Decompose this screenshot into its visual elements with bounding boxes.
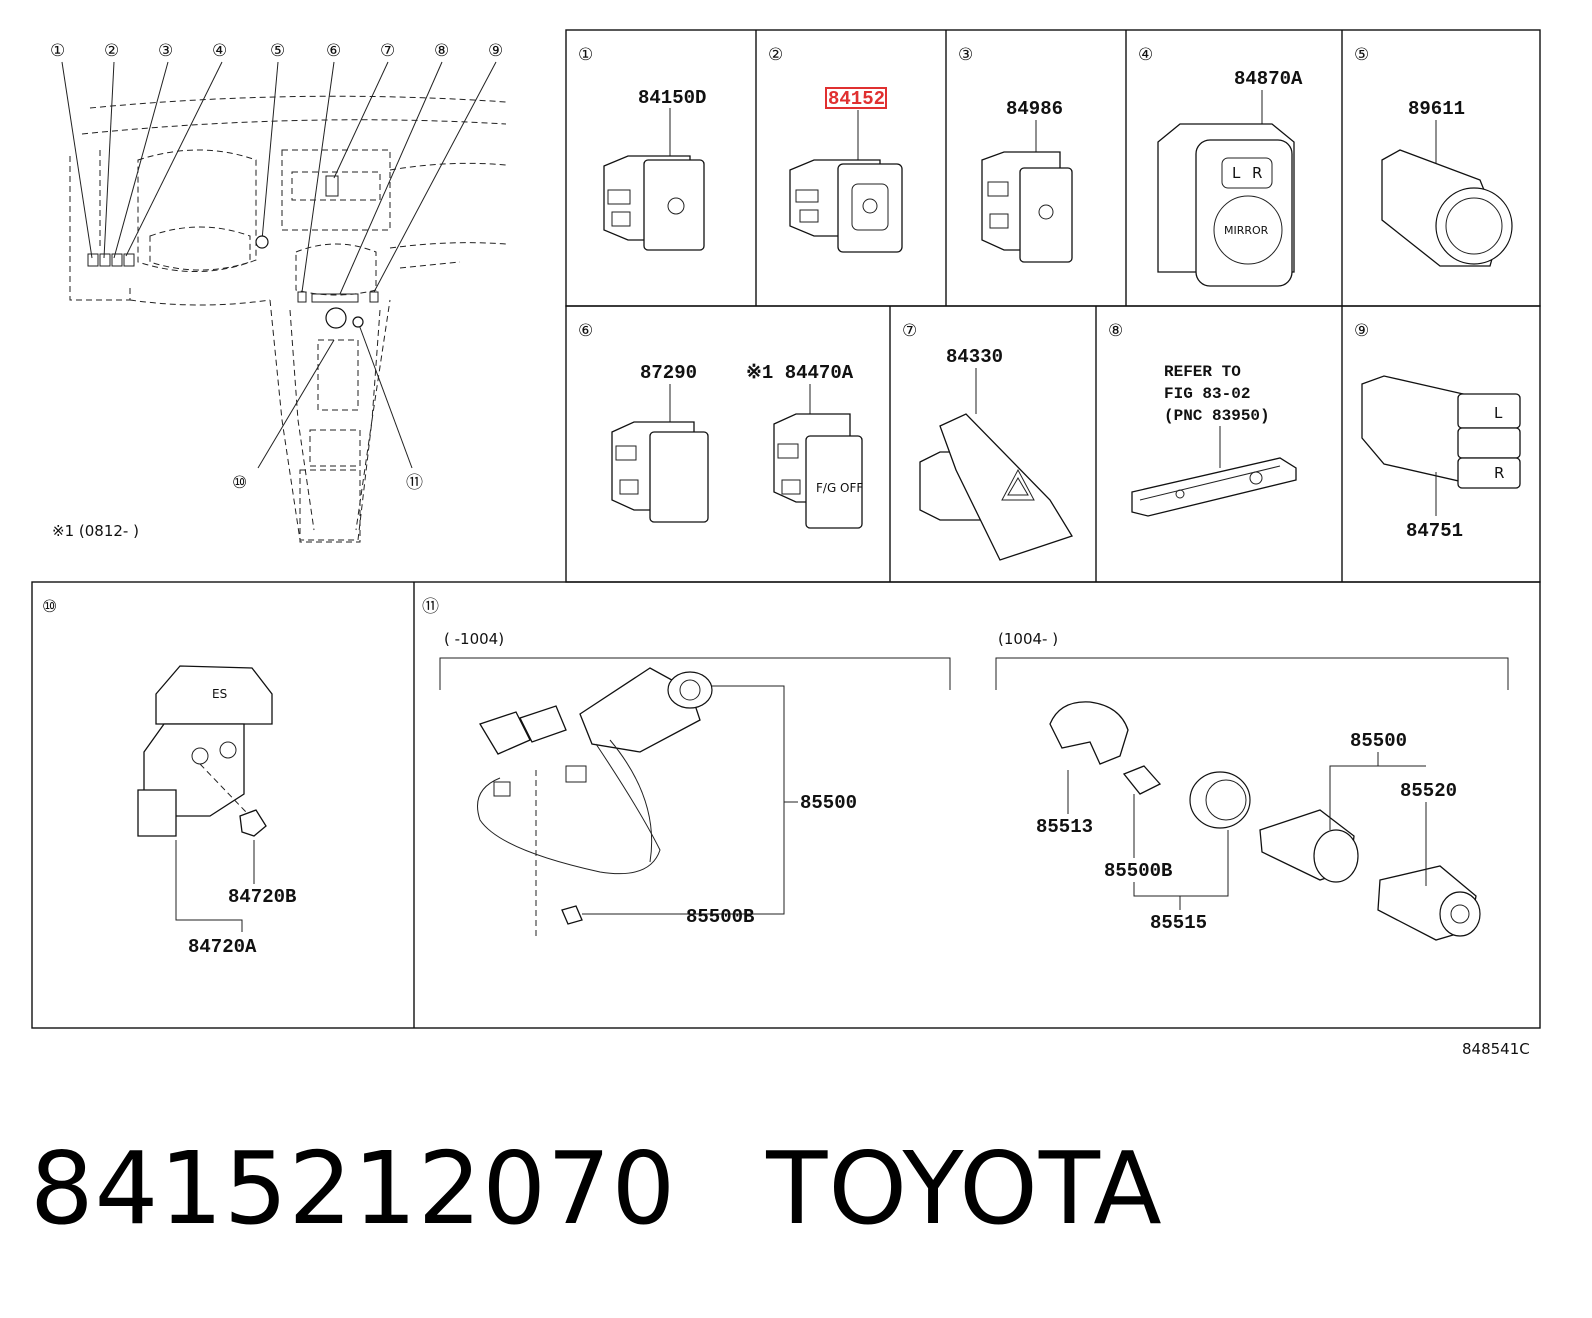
overview-callout-7: ⑦ (380, 41, 395, 61)
panel-4: ④ 84870A L R MIRROR (1138, 45, 1303, 287)
overview-callout-2: ② (104, 41, 119, 61)
panel-7-number: ⑦ (902, 321, 917, 341)
panel-5-number: ⑤ (1354, 45, 1369, 65)
fog-off-label: F/G OFF (816, 481, 863, 495)
panel-11-number: ⑪ (422, 597, 439, 617)
panel-1: ① 84150D (578, 45, 706, 251)
part-84470A-label: ※1 84470A (746, 362, 854, 384)
switch-84470A-drawing: F/G OFF (773, 413, 863, 529)
mirror-left-label: L (1232, 164, 1241, 182)
climate-panel-drawing (1131, 457, 1297, 517)
refer-line-1: REFER TO (1164, 363, 1241, 381)
panel-6: ⑥ 87290 ※1 84470A F/G OFF (578, 321, 863, 529)
refer-line-3: (PNC 83950) (1164, 407, 1270, 425)
part-85515-label: 85515 (1150, 912, 1207, 934)
overview-dashboard-outline (69, 95, 507, 543)
part-85513-label: 85513 (1036, 816, 1093, 838)
part-84720B-label: 84720B (228, 886, 296, 908)
panel-9-number: ⑨ (1354, 321, 1369, 341)
part-84720A-label: 84720A (188, 936, 257, 958)
highlight-box (825, 87, 887, 109)
mirror-button-label: MIRROR (1224, 224, 1269, 237)
overview-callout-10: ⑩ (232, 473, 247, 493)
seat-left-label: L (1494, 404, 1503, 422)
mirror-right-label: R (1252, 164, 1262, 182)
panel-8: ⑧ REFER TO FIG 83-02 (PNC 83950) (1108, 321, 1297, 517)
part-84986-label: 84986 (1006, 98, 1063, 120)
panel-6-number: ⑥ (578, 321, 593, 341)
caption: 8415212070 TOYOTA (30, 1130, 1163, 1247)
left-range-label: ( -1004) (444, 630, 504, 648)
overview-leaders (61, 61, 497, 469)
right-range-label: (1004- ) (998, 630, 1058, 648)
overview-callout-11: ⑪ (406, 473, 423, 493)
part-85520-label: 85520 (1400, 780, 1457, 802)
part-84150D-label: 84150D (638, 87, 706, 109)
seat-heater-switch-drawing: L R (1361, 375, 1521, 489)
part-85500B-right-label: 85500B (1104, 860, 1172, 882)
panel-11: ⑪ ( -1004) (1004- ) 85500 85500B (422, 597, 1509, 941)
panel-3-number: ③ (958, 45, 973, 65)
brand-title: TOYOTA (766, 1130, 1163, 1247)
switch-84152-drawing (789, 159, 903, 253)
figure-code: 848541C (1462, 1040, 1530, 1058)
panel-9: ⑨ L R 84751 (1354, 321, 1521, 542)
mirror-switch-drawing: L R MIRROR (1157, 123, 1295, 287)
switch-84986-drawing (981, 151, 1073, 263)
panel-1-number: ① (578, 45, 593, 65)
panel-10-number: ⑩ (42, 597, 57, 617)
part-84152-label: 84152 (828, 88, 885, 110)
part-89611-label: 89611 (1408, 98, 1465, 120)
overview-callout-9: ⑨ (488, 41, 503, 61)
part-85500-left-label: 85500 (800, 792, 857, 814)
switch-87290-drawing (611, 421, 709, 523)
overview-callout-8: ⑧ (434, 41, 449, 61)
eco-button-label: ES (212, 687, 227, 701)
part-85500-right-label: 85500 (1350, 730, 1407, 752)
overview-note: ※1 (0812- ) (52, 522, 139, 540)
part-87290-label: 87290 (640, 362, 697, 384)
engine-start-button-drawing (1381, 149, 1513, 267)
overview-callout-3: ③ (158, 41, 173, 61)
overview-callout-1: ① (50, 41, 65, 61)
panel-4-number: ④ (1138, 45, 1153, 65)
overview-callout-4: ④ (212, 41, 227, 61)
part-84870A-label: 84870A (1234, 68, 1303, 90)
panel-3: ③ 84986 (958, 45, 1073, 263)
switch-84150D-drawing (603, 155, 705, 251)
parts-diagram: ① ② ③ ④ ⑤ ⑥ ⑦ ⑧ ⑨ ⑩ ⑪ (31, 29, 1541, 1058)
eco-switch-drawing: ES (137, 665, 273, 837)
panel-5: ⑤ 89611 (1354, 45, 1513, 267)
panel-7: ⑦ 84330 (902, 321, 1073, 561)
panel-grid-bottom (31, 581, 1541, 1029)
part-number-title: 8415212070 (30, 1130, 677, 1247)
power-outlet-exploded-drawing (1049, 701, 1481, 941)
overview-callout-6: ⑥ (326, 41, 341, 61)
panel-2: ② 84152 (768, 45, 903, 253)
hazard-switch-drawing (919, 413, 1073, 561)
part-84330-label: 84330 (946, 346, 1003, 368)
panel-2-number: ② (768, 45, 783, 65)
power-outlet-harness-drawing (477, 667, 713, 940)
part-85500B-left-label: 85500B (686, 906, 754, 928)
overview-callouts: ① ② ③ ④ ⑤ ⑥ ⑦ ⑧ ⑨ ⑩ ⑪ (50, 41, 503, 493)
panel-8-number: ⑧ (1108, 321, 1123, 341)
overview-callout-5: ⑤ (270, 41, 285, 61)
panel-10: ⑩ ES 84720B 84720A (42, 597, 296, 958)
refer-line-2: FIG 83-02 (1164, 385, 1250, 403)
dashboard-overview: ① ② ③ ④ ⑤ ⑥ ⑦ ⑧ ⑨ ⑩ ⑪ (50, 41, 507, 543)
seat-right-label: R (1494, 464, 1504, 482)
part-84751-label: 84751 (1406, 520, 1463, 542)
